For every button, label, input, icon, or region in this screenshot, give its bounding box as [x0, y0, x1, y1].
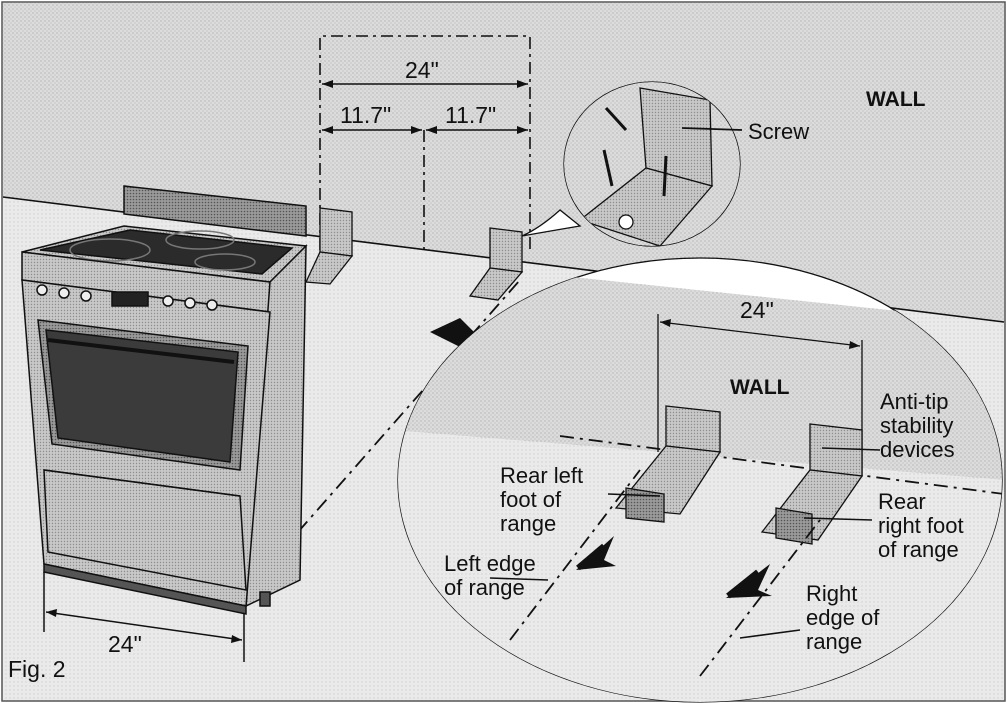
zoom-circle [397, 257, 1003, 703]
left-edge-label: Left edge of range [444, 551, 536, 600]
wall-label-upper: WALL [866, 88, 926, 111]
wall-surface [3, 3, 1004, 322]
range-width-dimension: 24" [108, 631, 142, 657]
wall-label-zoom: WALL [730, 376, 790, 399]
right-edge-label: Right edge of range [806, 581, 880, 654]
figure-label: Fig. 2 [8, 656, 66, 682]
dimension-overall: 24" [405, 57, 439, 83]
screw-detail-bubble [521, 81, 743, 247]
top-dimension-lines [319, 35, 531, 250]
bottom-dimension-lines [43, 572, 245, 662]
rear-left-foot-label: Rear left foot of range [500, 463, 584, 536]
upper-right-bracket [468, 227, 524, 301]
anti-tip-devices-label: Anti-tip stability devices [880, 389, 955, 462]
upper-left-bracket [305, 207, 354, 285]
screw-label: Screw [748, 119, 810, 144]
dimension-arrowheads [322, 80, 528, 134]
zoom-spacing-dimension: 24" [740, 297, 774, 323]
range [21, 185, 308, 615]
bottom-arrowheads [46, 609, 242, 643]
rear-right-foot-label: Rear right foot of range [878, 489, 964, 562]
dimension-left-half: 11.7" [340, 102, 392, 128]
dimension-right-half: 11.7" [445, 102, 497, 128]
range-edge-guides [297, 279, 521, 533]
